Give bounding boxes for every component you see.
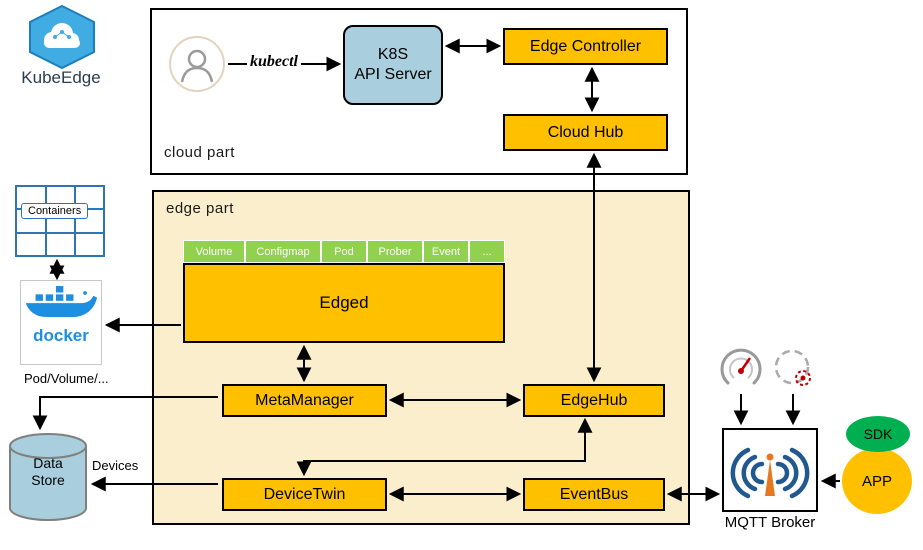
devicetwin-node: DeviceTwin — [222, 478, 387, 511]
app-node: APP — [842, 448, 912, 514]
edge-part-label: edge part — [166, 200, 234, 217]
cloud-hub-node: Cloud Hub — [503, 114, 668, 151]
tab-event: Event — [423, 240, 469, 263]
data-store-line2: Store — [31, 472, 65, 488]
edgehub-node: EdgeHub — [523, 384, 665, 417]
k8s-api-server-node: K8S API Server — [343, 25, 443, 105]
gauge-device-icon — [720, 348, 762, 385]
mqtt-broker-node — [722, 428, 818, 512]
tab-volume: Volume — [183, 240, 245, 263]
edged-module-tabs: Volume Configmap Pod Prober Event ... — [183, 240, 505, 263]
docker-whale-icon — [25, 285, 98, 318]
kubectl-label: kubectl — [247, 53, 301, 71]
eventbus-node: EventBus — [523, 478, 665, 511]
pod-volume-label: Pod/Volume/... — [24, 371, 109, 386]
containers-grid-icon — [15, 185, 105, 257]
tab-prober: Prober — [367, 240, 423, 263]
user-icon — [169, 36, 225, 92]
data-store-label: Data Store — [8, 455, 88, 489]
kubeedge-logo-label: KubeEdge — [21, 68, 101, 87]
mqtt-antenna-icon — [730, 447, 810, 499]
data-store-line1: Data — [33, 455, 63, 471]
cloud-part-label: cloud part — [164, 144, 235, 161]
edge-controller-node: Edge Controller — [503, 28, 668, 65]
mqtt-broker-label: MQTT Broker — [724, 514, 816, 531]
tab-pod: Pod — [321, 240, 367, 263]
sensor-device-icon — [774, 349, 811, 386]
kubeedge-logo-icon — [29, 4, 95, 70]
k8s-api-server-line1: K8S — [377, 46, 409, 63]
docker-label: docker — [33, 326, 89, 345]
metamanager-node: MetaManager — [222, 384, 387, 417]
tab-more: ... — [469, 240, 505, 263]
data-store-cylinder-icon — [9, 433, 87, 521]
docker-node: docker — [20, 280, 102, 365]
tab-configmap: Configmap — [245, 240, 321, 263]
k8s-api-server-line2: API Server — [354, 66, 432, 83]
containers-label: Containers — [21, 203, 89, 219]
sdk-node: SDK — [846, 416, 910, 452]
edged-node: Edged — [183, 263, 505, 343]
devices-label: Devices — [92, 458, 139, 473]
